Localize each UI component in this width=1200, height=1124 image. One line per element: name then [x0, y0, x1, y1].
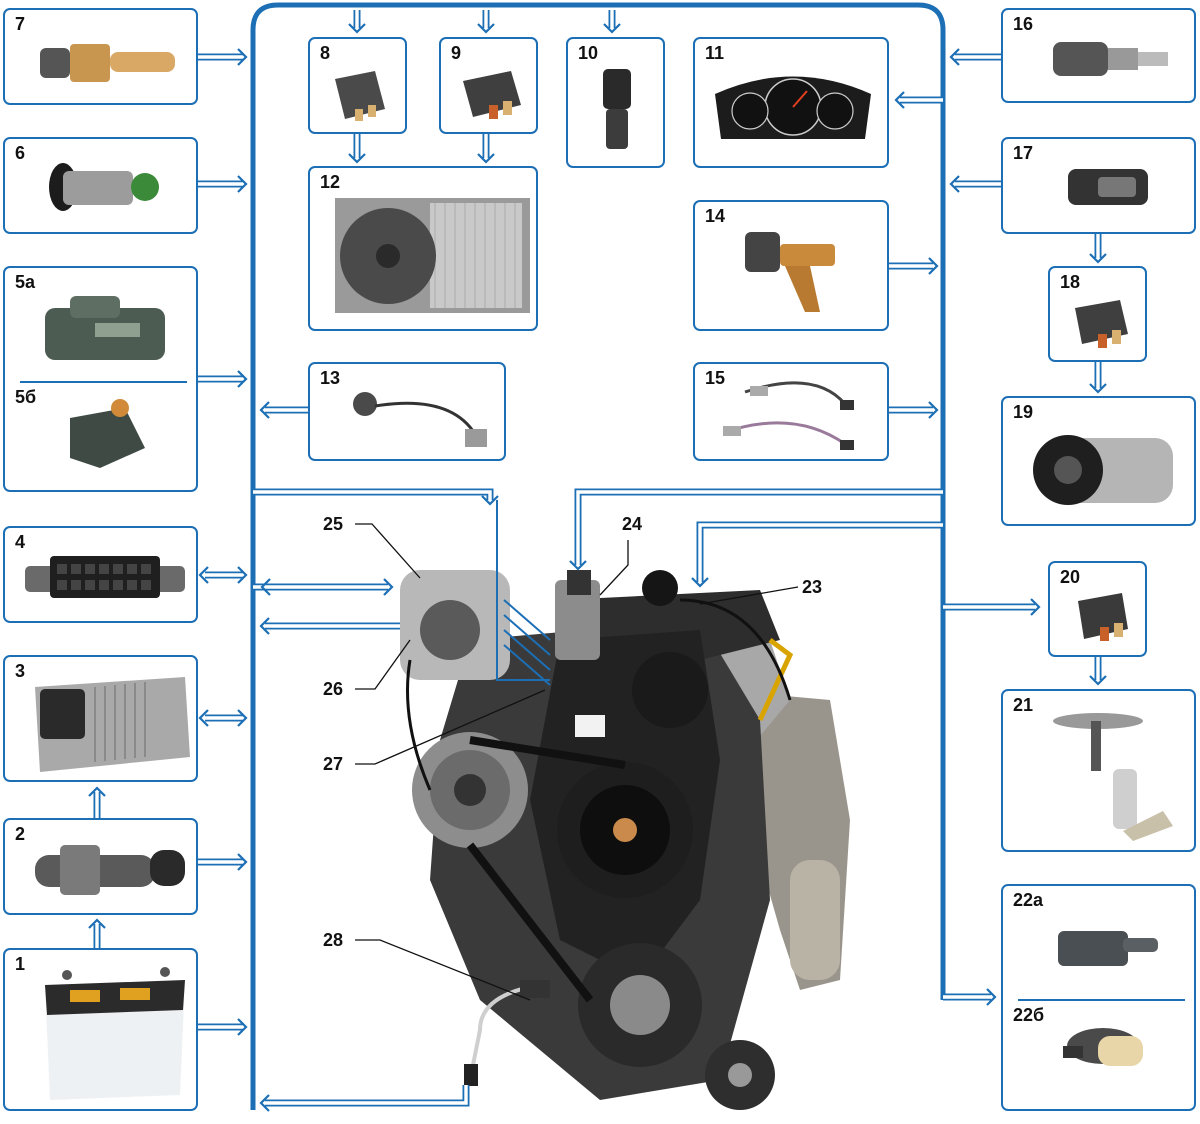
component-box-7: 7 — [3, 8, 198, 105]
component-box-3: 3 — [3, 655, 198, 782]
connection-arrow — [265, 1085, 470, 1107]
oxygen-sensors-icon — [723, 381, 854, 450]
speed-sensor-icon — [603, 69, 631, 149]
crankshaft-sensor-icon — [745, 232, 835, 312]
callout-label: 26 — [323, 679, 344, 699]
ac-switch-icon — [1068, 169, 1148, 205]
relay-icon — [463, 71, 521, 119]
component-label: 5а — [15, 272, 36, 292]
component-box-22: 22а 22б — [1001, 884, 1196, 1111]
callout-label: 23 — [802, 577, 823, 597]
component-label: 22а — [1013, 890, 1044, 910]
instrument-cluster-icon — [715, 76, 871, 139]
component-label: 21 — [1013, 695, 1034, 715]
component-label: 5б — [15, 387, 37, 407]
callout-label: 24 — [622, 514, 643, 534]
component-box-8: 8 — [308, 37, 407, 134]
component-label: 14 — [705, 206, 726, 226]
ac-compressor-icon — [1033, 435, 1173, 505]
relay-icon — [1078, 593, 1128, 641]
component-label: 19 — [1013, 402, 1034, 422]
component-box-13: 11 — [693, 37, 889, 168]
component-label: 22б — [1013, 1005, 1045, 1025]
component-label: 10 — [578, 43, 599, 63]
component-box-21: 21 — [1001, 689, 1196, 852]
component-box-18: 18 — [1048, 266, 1147, 362]
component-box-15: 15 — [693, 362, 889, 461]
component-box-10: 12 — [308, 166, 538, 331]
fuel-pump-icon — [1053, 713, 1173, 841]
ignition-lock-icon — [49, 163, 159, 211]
diagnostic-connector-icon — [25, 556, 185, 598]
component-label: 17 — [1013, 143, 1034, 163]
component-label: 13 — [320, 368, 341, 388]
pressure-switch-icon — [1053, 42, 1168, 76]
component-label: 12 — [320, 172, 341, 192]
ecu-icon — [35, 677, 190, 772]
battery-icon — [45, 967, 185, 1100]
component-box-9: 9 — [439, 37, 538, 134]
purge-valve-icon — [1018, 931, 1185, 1066]
component-box-14: 14 — [693, 200, 889, 331]
ignition-switch-icon — [35, 845, 185, 895]
component-label: 1 — [15, 954, 26, 974]
callout-label: 25 — [323, 514, 344, 534]
main-bus-line — [250, 2, 946, 1110]
component-box-11: 13 — [308, 362, 506, 461]
map-sensor-icon — [70, 399, 145, 468]
engine-harness-lines — [496, 500, 551, 686]
component-box-4: 4 — [3, 526, 198, 623]
component-box-2: 2 — [3, 818, 198, 915]
component-label: 18 — [1060, 272, 1081, 292]
radiator-fan-icon — [335, 198, 530, 313]
component-label: 16 — [1013, 14, 1034, 34]
callout-leaders — [355, 523, 799, 1001]
component-label: 7 — [15, 14, 26, 34]
component-box-12: 10 — [566, 37, 665, 168]
component-label: 8 — [320, 43, 331, 63]
callout-label: 27 — [323, 754, 344, 774]
component-box-6: 6 — [3, 137, 198, 234]
component-label: 6 — [15, 143, 26, 163]
component-label: 15 — [705, 368, 726, 388]
relay-icon — [335, 71, 385, 121]
component-box-19: 19 — [1001, 396, 1196, 526]
coolant-temp-sensor-icon — [40, 44, 175, 82]
component-box-1: 1 — [3, 948, 198, 1111]
callout-label: 28 — [323, 930, 344, 950]
component-box-20: 20 — [1048, 561, 1147, 657]
connection-arrow — [696, 521, 943, 582]
component-label: 9 — [451, 43, 462, 63]
engine-illustration — [400, 570, 850, 1110]
component-box-16: 16 — [1001, 8, 1196, 103]
pressure-sensor-icon — [20, 296, 187, 383]
component-label: 4 — [15, 532, 26, 552]
component-label: 2 — [15, 824, 26, 844]
relay-icon — [1075, 300, 1128, 348]
component-box-17: 17 — [1001, 137, 1196, 234]
component-label: 11 — [705, 43, 725, 63]
component-label: 3 — [15, 661, 26, 681]
knock-sensor-icon — [353, 392, 487, 447]
component-label: 20 — [1060, 567, 1081, 587]
component-box-5: 5а 5б — [3, 266, 198, 492]
